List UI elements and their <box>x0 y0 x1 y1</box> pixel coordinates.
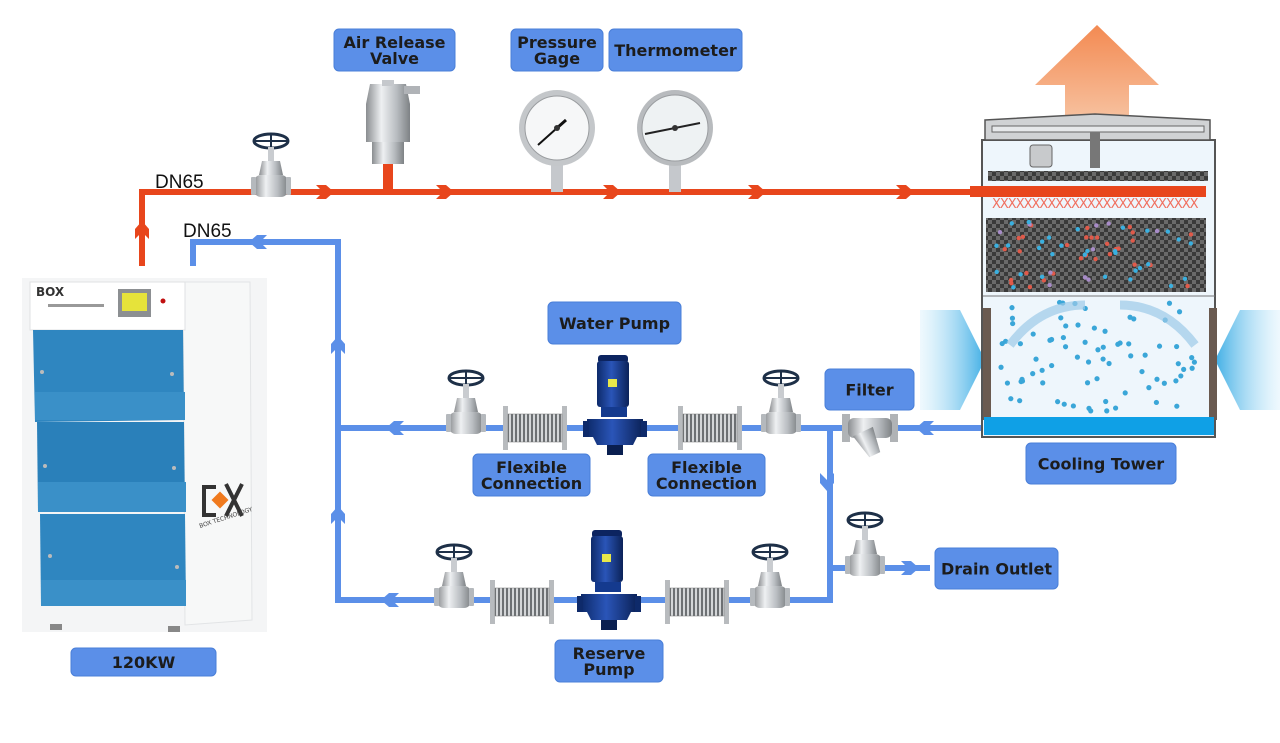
intake-air-left-icon <box>920 310 985 410</box>
flow-arrow-left-icon <box>249 235 267 249</box>
label-line: Gage <box>534 49 580 68</box>
label-line: Cooling Tower <box>1038 455 1165 474</box>
flexible-connection-lower-left <box>489 579 555 625</box>
flow-arrows <box>135 185 934 607</box>
label-line: Connection <box>656 474 757 493</box>
label-line: Air Release <box>343 33 445 52</box>
flow-arrow-right-icon <box>901 561 919 575</box>
drain-valve[interactable] <box>843 511 887 578</box>
flow-arrow-left-icon <box>386 421 404 435</box>
thermometer-gauge[interactable] <box>637 90 713 192</box>
cabinet-logo-small: BOX <box>36 285 65 299</box>
flow-arrow-left-icon <box>381 593 399 607</box>
filter-label: Filter <box>824 368 915 411</box>
fill-media <box>986 218 1206 292</box>
unit-label: 120KW <box>70 647 217 677</box>
label-line: Flexible <box>671 458 742 477</box>
flexible-connection-upper-left <box>502 405 568 451</box>
heat-source-unit: BOX BOX TECHNOLOGY <box>22 278 267 632</box>
y-strainer-filter[interactable] <box>842 414 898 460</box>
label-line: Valve <box>370 49 419 68</box>
flow-arrow-right-icon <box>896 185 914 199</box>
cooling-tower: XXXXXXXXXXXXXXXXXXXXXXXXXX <box>920 25 1280 438</box>
spray-nozzles: XXXXXXXXXXXXXXXXXXXXXXXXXX <box>992 197 1199 212</box>
label-line: Connection <box>481 474 582 493</box>
reserve-pump-inlet-valve[interactable] <box>432 543 476 610</box>
label-line: Water Pump <box>559 314 670 333</box>
flow-arrow-right-icon <box>603 185 621 199</box>
water-droplets <box>994 219 1198 414</box>
water-basin <box>984 417 1214 435</box>
flexible-connection-upper-right <box>677 405 743 451</box>
flow-arrow-up-icon <box>135 221 149 239</box>
water-pump-outlet-valve[interactable] <box>759 369 803 436</box>
label-line: Thermometer <box>614 41 737 60</box>
label-line: Flexible <box>496 458 567 477</box>
label-line: Pressure <box>517 33 597 52</box>
label-line: 120KW <box>112 653 176 672</box>
return-pipe-size-label: DN65 <box>183 221 232 242</box>
hot-supply-pipe <box>139 189 1205 266</box>
flow-arrow-right-icon <box>748 185 766 199</box>
flow-arrow-right-icon <box>436 185 454 199</box>
drain-outlet-label: Drain Outlet <box>934 547 1059 590</box>
intake-air-right-icon <box>1215 310 1280 410</box>
reserve-pump-outlet-valve[interactable] <box>748 543 792 610</box>
flow-arrow-left-icon <box>916 421 934 435</box>
cooling-tower-label: Cooling Tower <box>1025 442 1177 485</box>
flexible-connection-lower-right <box>664 579 730 625</box>
supply-gate-valve[interactable] <box>249 132 293 199</box>
flow-arrow-right-icon <box>316 185 334 199</box>
pressure-gauge[interactable] <box>519 90 595 192</box>
thermometer-label: Thermometer <box>608 28 743 72</box>
label-line: Filter <box>845 381 893 400</box>
water-pump[interactable] <box>583 355 647 455</box>
water-pump-label: Water Pump <box>547 301 682 345</box>
reserve-pump[interactable] <box>577 530 641 630</box>
exhaust-air-arrow-icon <box>1035 25 1159 120</box>
air-release-valve[interactable] <box>366 80 420 192</box>
label-line: Drain Outlet <box>941 560 1052 579</box>
label-line: Pump <box>583 660 634 679</box>
water-pump-inlet-valve[interactable] <box>444 369 488 436</box>
flow-arrow-down-icon <box>820 473 834 491</box>
flow-arrow-up-icon <box>331 506 345 524</box>
label-line: Reserve <box>573 644 646 663</box>
flow-arrow-up-icon <box>331 336 345 354</box>
supply-pipe-size-label: DN65 <box>155 172 204 193</box>
